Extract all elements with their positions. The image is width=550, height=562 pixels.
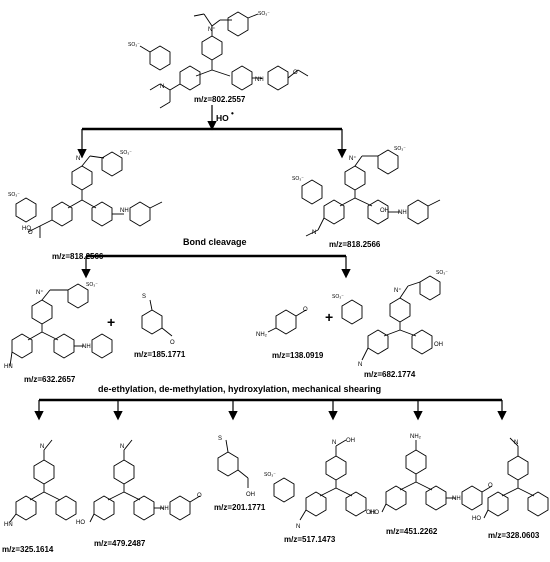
- reaction-arrows: [34, 105, 507, 421]
- svg-text:NH: NH: [398, 210, 407, 216]
- mz-prod-451: m/z=451.2262: [386, 527, 438, 536]
- molecule-parent: [139, 11, 309, 109]
- mz-prod-517: m/z=517.1473: [284, 535, 336, 544]
- molecule-prod-517: [273, 439, 367, 521]
- svg-text:N⁺: N⁺: [394, 287, 402, 294]
- molecule-prod-517-atoms: N OH SO₃⁻ OH N: [264, 438, 375, 530]
- plus-sign-2: +: [325, 309, 333, 325]
- svg-text:OH: OH: [346, 438, 355, 444]
- molecule-frag-138-atoms: O NH₂: [256, 307, 308, 338]
- molecule-prod-451-atoms: NH₂ NH O HO: [370, 434, 493, 516]
- svg-text:SO₃⁻: SO₃⁻: [120, 150, 132, 156]
- svg-text:SO₃⁻: SO₃⁻: [394, 146, 406, 152]
- svg-text:NH: NH: [82, 344, 91, 350]
- svg-text:HO: HO: [370, 510, 379, 516]
- molecule-prod-328-atoms: N HO: [472, 440, 518, 522]
- svg-text:NH: NH: [120, 208, 129, 214]
- molecule-parent-atoms: N⁺ SO₃⁻ SO₃⁻ N NH O: [128, 11, 298, 90]
- svg-text:N: N: [332, 440, 336, 446]
- svg-text:NH: NH: [452, 496, 461, 502]
- svg-text:HO: HO: [76, 520, 85, 526]
- svg-text:SO₃⁻: SO₃⁻: [8, 192, 20, 198]
- svg-text:O: O: [197, 493, 202, 499]
- step1-reagent: HO: [216, 113, 229, 123]
- svg-text:NH₂: NH₂: [256, 332, 268, 338]
- svg-text:HN: HN: [4, 522, 13, 528]
- molecule-frag-682: [341, 275, 441, 361]
- svg-text:N: N: [120, 444, 124, 450]
- svg-text:SO₃⁻: SO₃⁻: [292, 176, 304, 182]
- svg-text:N⁺: N⁺: [36, 289, 44, 296]
- svg-text:OH: OH: [366, 510, 375, 516]
- svg-text:N: N: [40, 444, 44, 450]
- svg-text:SO₃⁻: SO₃⁻: [436, 270, 448, 276]
- svg-text:O: O: [488, 483, 493, 489]
- mz-frag-632: m/z=632.2657: [24, 375, 76, 384]
- mz-prod-328: m/z=328.0603: [488, 531, 540, 540]
- svg-text:OH: OH: [246, 492, 255, 498]
- mz-inter-b: m/z=818.2566: [329, 240, 381, 249]
- svg-text:OH: OH: [434, 342, 443, 348]
- svg-text:SO₃⁻: SO₃⁻: [264, 472, 276, 478]
- step3-label: de-ethylation, de-methylation, hydroxyla…: [98, 384, 381, 394]
- svg-text:N⁺: N⁺: [349, 155, 357, 162]
- molecule-frag-632: [9, 283, 113, 367]
- svg-text:HO: HO: [22, 226, 31, 232]
- svg-text:NH: NH: [255, 77, 264, 83]
- mz-prod-479: m/z=479.2487: [94, 539, 146, 548]
- step2-label: Bond cleavage: [183, 237, 247, 247]
- molecule-frag-138: [267, 309, 307, 335]
- svg-text:O: O: [293, 70, 298, 76]
- svg-text:SO₃⁻: SO₃⁻: [332, 294, 344, 300]
- molecule-inter-b: [301, 149, 441, 237]
- svg-text:O: O: [303, 307, 308, 313]
- molecule-prod-201: [217, 439, 249, 488]
- svg-text:OH: OH: [380, 208, 389, 214]
- svg-text:N⁺: N⁺: [76, 155, 84, 162]
- svg-text:N: N: [160, 84, 164, 90]
- svg-text:N⁺: N⁺: [208, 26, 216, 33]
- svg-text:N: N: [312, 230, 316, 236]
- svg-text:N: N: [358, 362, 362, 368]
- mz-prod-325: m/z=325.1614: [2, 545, 54, 554]
- plus-sign-1: +: [107, 314, 115, 330]
- mz-parent: m/z=802.2557: [194, 95, 246, 104]
- molecule-prod-479-atoms: N NH O HO: [76, 444, 202, 526]
- svg-text:O: O: [170, 340, 175, 346]
- mz-prod-201: m/z=201.1771: [214, 503, 266, 512]
- svg-text:SO₃⁻: SO₃⁻: [258, 11, 270, 17]
- molecule-frag-632-atoms: N⁺ SO₃⁻ NH HN: [4, 282, 98, 370]
- svg-text:O: O: [28, 230, 33, 236]
- mz-frag-185: m/z=185.1771: [134, 350, 186, 359]
- svg-text:NH: NH: [160, 506, 169, 512]
- svg-text:SO₃⁻: SO₃⁻: [128, 42, 140, 48]
- molecule-prod-201-atoms: S OH: [218, 436, 255, 498]
- mz-inter-a: m/z=818.2566: [52, 252, 104, 261]
- step1-radical: •: [231, 109, 234, 118]
- mz-frag-682: m/z=682.1774: [364, 370, 416, 379]
- molecule-inter-a-atoms: N⁺ SO₃⁻ SO₃⁻ NH O HO: [8, 150, 132, 236]
- molecule-prod-325: [9, 439, 77, 523]
- svg-text:N: N: [296, 524, 300, 530]
- svg-text:S: S: [142, 294, 146, 300]
- svg-text:N: N: [514, 440, 518, 446]
- molecule-prod-479: [89, 439, 201, 523]
- svg-text:S: S: [218, 436, 222, 442]
- svg-text:HN: HN: [4, 364, 13, 370]
- molecule-frag-185-atoms: S O: [142, 294, 175, 346]
- mz-frag-138: m/z=138.0919: [272, 351, 324, 360]
- svg-text:NH₂: NH₂: [410, 434, 422, 440]
- molecule-prod-328: [483, 437, 549, 519]
- molecule-prod-451: [381, 440, 493, 513]
- molecule-frag-185: [141, 299, 173, 337]
- molecule-frag-682-atoms: N⁺ SO₃⁻ SO₃⁻ OH N: [332, 270, 448, 368]
- svg-text:SO₃⁻: SO₃⁻: [86, 282, 98, 288]
- svg-text:HO: HO: [472, 516, 481, 522]
- molecule-prod-325-atoms: N HN: [4, 444, 44, 528]
- molecule-inter-b-atoms: N⁺ SO₃⁻ SO₃⁻ OH NH N: [292, 146, 407, 236]
- molecule-inter-a: [15, 151, 163, 238]
